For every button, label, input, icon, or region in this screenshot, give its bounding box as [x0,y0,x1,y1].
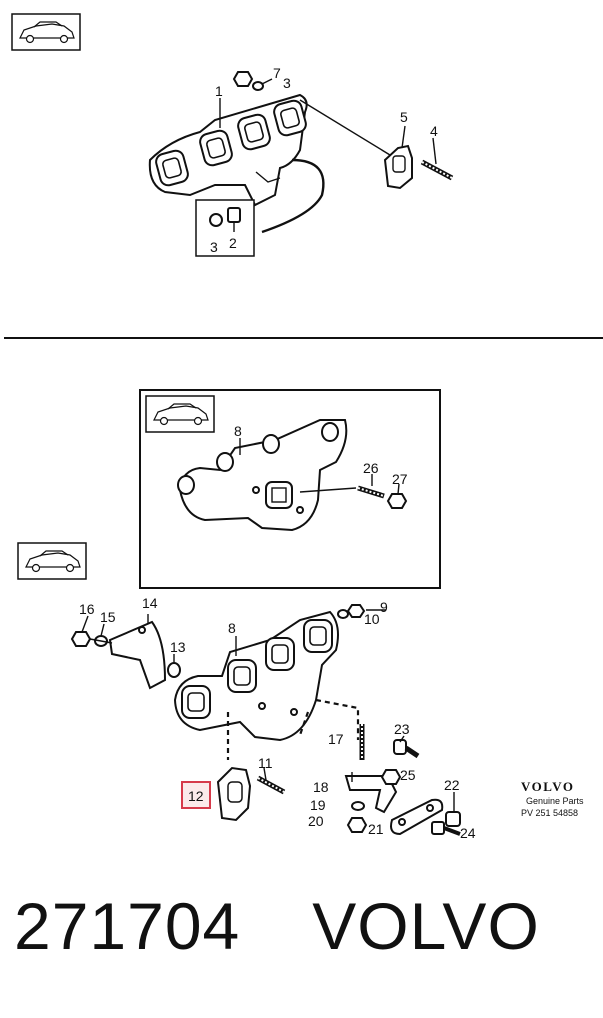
callout-1[interactable]: 1 [215,83,223,99]
callout-5[interactable]: 5 [400,109,408,125]
part-number: 271704 [14,889,241,963]
inset-box: 8 26 27 [139,389,441,589]
bolt-23 [393,739,420,759]
callout-23[interactable]: 23 [394,721,410,737]
brand-line-code: PV 251 54858 [521,808,578,818]
brand-block: VOLVO Genuine Parts PV 251 54858 [521,779,584,818]
callout-22[interactable]: 22 [444,777,460,793]
callout-17[interactable]: 17 [328,731,344,747]
caption: 271704 VOLVO [14,888,594,988]
callout-9[interactable]: 9 [380,599,388,615]
callout-18[interactable]: 18 [313,779,329,795]
callout-24[interactable]: 24 [460,825,476,841]
bolt-24 [431,821,461,836]
callout-2[interactable]: 2 [229,235,237,251]
nut-25 [380,769,402,785]
callout-16[interactable]: 16 [79,601,95,617]
spacer-22 [445,811,461,827]
washer-19 [351,801,365,811]
gasket-12 [216,766,252,822]
callout-11[interactable]: 11 [258,755,273,771]
callout-14[interactable]: 14 [142,595,158,611]
callout-13[interactable]: 13 [170,639,186,655]
car-thumbnail-icon [17,542,87,580]
exhaust-manifold-top [148,93,325,234]
callout-15[interactable]: 15 [100,609,116,625]
nut-9 [346,604,366,618]
nut-16 [70,631,92,647]
callout-10[interactable]: 10 [364,611,380,627]
strap-21 [390,798,444,836]
callout-19[interactable]: 19 [310,797,326,813]
washer-10 [337,609,349,619]
nut-part [232,71,273,91]
callout-3-top[interactable]: 3 [283,75,291,91]
callout-8[interactable]: 8 [228,620,236,636]
callout-21[interactable]: 21 [368,821,384,837]
callout-12[interactable]: 12 [188,788,204,804]
washer-13 [167,662,181,678]
nut-20 [346,817,368,833]
callout-4[interactable]: 4 [430,123,438,139]
top-section: 1 2 3 3 4 5 7 [11,13,454,257]
stud-part [420,159,454,181]
inset-callout-27[interactable]: 27 [392,471,408,487]
callout-3[interactable]: 3 [210,239,218,255]
parts-diagram: 1 2 3 3 4 5 7 [4,13,603,841]
brand-line-genuine: Genuine Parts [526,796,584,806]
inset-callout-8[interactable]: 8 [234,423,242,439]
callout-7[interactable]: 7 [273,65,281,81]
car-thumbnail-icon [145,395,215,433]
bracket-part [108,614,167,690]
exhaust-manifold-inset [177,419,348,532]
volvo-logo-text: VOLVO [521,779,574,794]
brand-name: VOLVO [312,889,540,963]
exhaust-manifold-main [173,610,339,742]
car-thumbnail-icon [11,13,81,51]
callout-25[interactable]: 25 [400,767,416,783]
callout-20[interactable]: 20 [308,813,324,829]
inset-callout-26[interactable]: 26 [363,460,379,476]
drain-plug-detail [195,199,255,257]
gasket-part [383,144,413,190]
bottom-section: 8 26 27 [17,389,584,841]
highlighted-callout-12[interactable]: 12 [181,781,211,809]
